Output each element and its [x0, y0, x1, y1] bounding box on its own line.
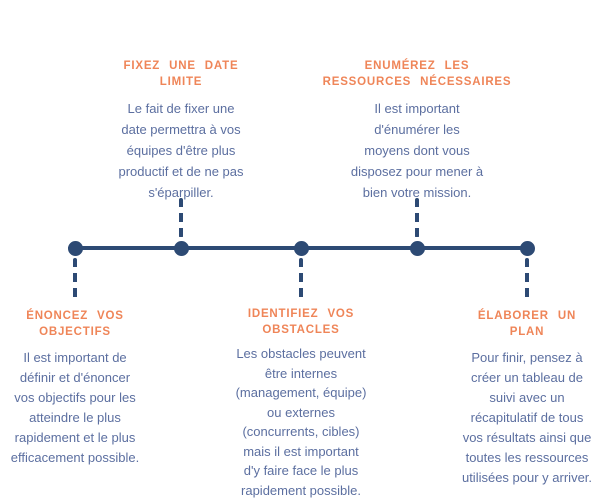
dashed-connector-5: [525, 258, 529, 303]
milestone-dot-1: [68, 241, 83, 256]
milestone-block-1: ÉNONCEZ VOS OBJECTIFS Il est important d…: [0, 308, 155, 468]
milestone-block-2: FIXEZ UNE DATE LIMITE Le fait de fixer u…: [99, 58, 263, 203]
dashed-connector-3: [299, 258, 303, 303]
milestone-body-2: Le fait de fixer une date permettra à vo…: [118, 101, 244, 200]
milestone-dot-5: [520, 241, 535, 256]
milestone-block-5: ÉLABORER UN PLAN Pour finir, pensez à cr…: [450, 308, 600, 488]
milestone-heading-3: IDENTIFIEZ VOS OBSTACLES: [247, 308, 355, 336]
milestone-body-5: Pour finir, pensez à créer un tableau de…: [461, 350, 593, 485]
milestone-heading-1: ÉNONCEZ VOS OBJECTIFS: [26, 310, 124, 338]
dashed-connector-4: [415, 198, 419, 238]
milestone-block-4: ENUMÉREZ LES RESSOURCES NÉCESSAIRES Il e…: [322, 58, 512, 203]
dashed-connector-2: [179, 198, 183, 238]
milestone-dot-2: [174, 241, 189, 256]
milestone-body-3: Les obstacles peuvent être internes (man…: [235, 346, 367, 498]
milestone-heading-4: ENUMÉREZ LES RESSOURCES NÉCESSAIRES: [322, 60, 512, 88]
milestone-block-3: IDENTIFIEZ VOS OBSTACLES Les obstacles p…: [216, 306, 386, 500]
milestone-body-1: Il est important de définir et d'énoncer…: [10, 350, 140, 465]
milestone-body-4: Il est important d'énumérer les moyens d…: [350, 101, 484, 200]
dashed-connector-1: [73, 258, 77, 303]
milestone-heading-5: ÉLABORER UN PLAN: [477, 310, 577, 338]
milestone-heading-2: FIXEZ UNE DATE LIMITE: [123, 60, 239, 88]
milestone-dot-4: [410, 241, 425, 256]
milestone-dot-3: [294, 241, 309, 256]
